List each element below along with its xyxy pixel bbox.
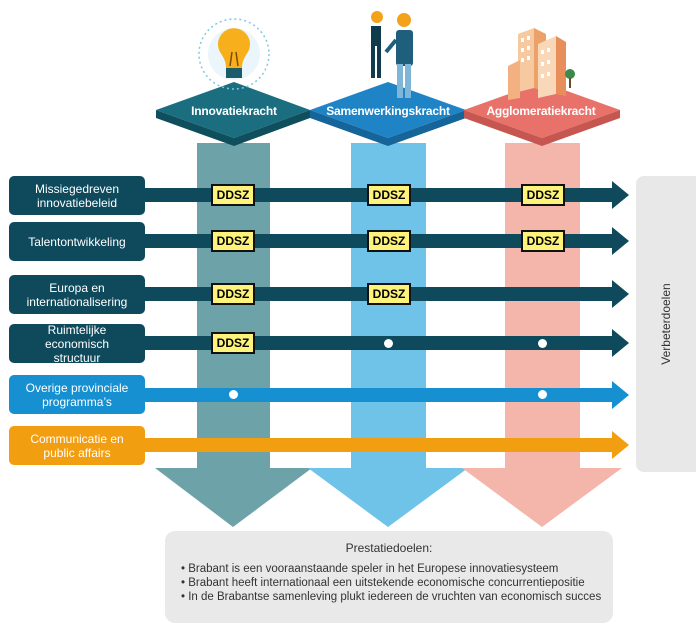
row-label-line: internationalisering xyxy=(26,294,128,309)
dot-marker xyxy=(229,390,238,399)
pillar-label-samenwerkingskracht: Samenwerkingskracht xyxy=(326,104,450,118)
row-label-line: programma’s xyxy=(42,394,112,409)
ddsz-marker: DDSZ xyxy=(211,332,255,354)
pillar-top-face-innovatiekracht xyxy=(156,110,310,146)
pillar-top-face-samenwerkingskracht xyxy=(310,110,466,146)
ddsz-marker: DDSZ xyxy=(211,184,255,206)
row-arrow-4 xyxy=(140,329,629,357)
dot-marker xyxy=(384,339,393,348)
ddsz-marker: DDSZ xyxy=(521,184,565,206)
row-arrow-6 xyxy=(140,431,629,459)
ddsz-marker: DDSZ xyxy=(367,230,411,252)
row-label-line: public affairs xyxy=(43,445,111,460)
list-item: Brabant heeft internationaal een uitstek… xyxy=(181,576,601,590)
row-label-line: innovatiebeleid xyxy=(36,195,118,210)
row-label-line: Overige provinciale xyxy=(25,380,129,395)
row-label-line: Ruimtelijke economisch xyxy=(44,322,110,351)
pillar-arrow-agglomeratiekracht xyxy=(462,143,622,527)
list-item: Brabant is een vooraanstaande speler in … xyxy=(181,562,601,576)
pillar-arrow-samenwerkingskracht xyxy=(308,143,468,527)
dot-marker xyxy=(538,339,547,348)
verbeterdoelen-panel xyxy=(636,176,696,472)
row-label-line: Talentontwikkeling xyxy=(28,234,126,249)
pillar-top-face-agglomeratiekracht xyxy=(464,110,620,146)
ddsz-marker: DDSZ xyxy=(211,230,255,252)
verbeterdoelen-label: Verbeterdoelen xyxy=(659,283,673,365)
row-label-line: Missiegedreven xyxy=(34,181,120,196)
row-label-talentontwikkeling: Talentontwikkeling xyxy=(9,222,145,261)
ddsz-marker: DDSZ xyxy=(211,283,255,305)
buildings-icon xyxy=(508,28,575,100)
prestatiedoelen-list: Brabant is een vooraanstaande speler in … xyxy=(181,562,601,604)
ddsz-marker: DDSZ xyxy=(367,184,411,206)
people-icon xyxy=(371,11,413,98)
pillar-top-innovatiekracht xyxy=(156,82,310,138)
row-arrow-5 xyxy=(140,381,629,409)
lightbulb-icon xyxy=(198,18,270,90)
list-item: In de Brabantse samenleving plukt iedere… xyxy=(181,590,601,604)
prestatiedoelen-title: Prestatiedoelen: xyxy=(345,541,433,555)
row-label-line: Communicatie en xyxy=(30,431,124,446)
ddsz-marker: DDSZ xyxy=(367,283,411,305)
row-label-line: Europa en xyxy=(49,280,105,295)
dot-marker xyxy=(538,390,547,399)
ddsz-marker: DDSZ xyxy=(521,230,565,252)
row-label-line: structuur xyxy=(53,350,101,365)
pillar-label-innovatiekracht: Innovatiekracht xyxy=(191,104,277,118)
pillar-label-agglomeratiekracht: Agglomeratiekracht xyxy=(486,104,596,118)
